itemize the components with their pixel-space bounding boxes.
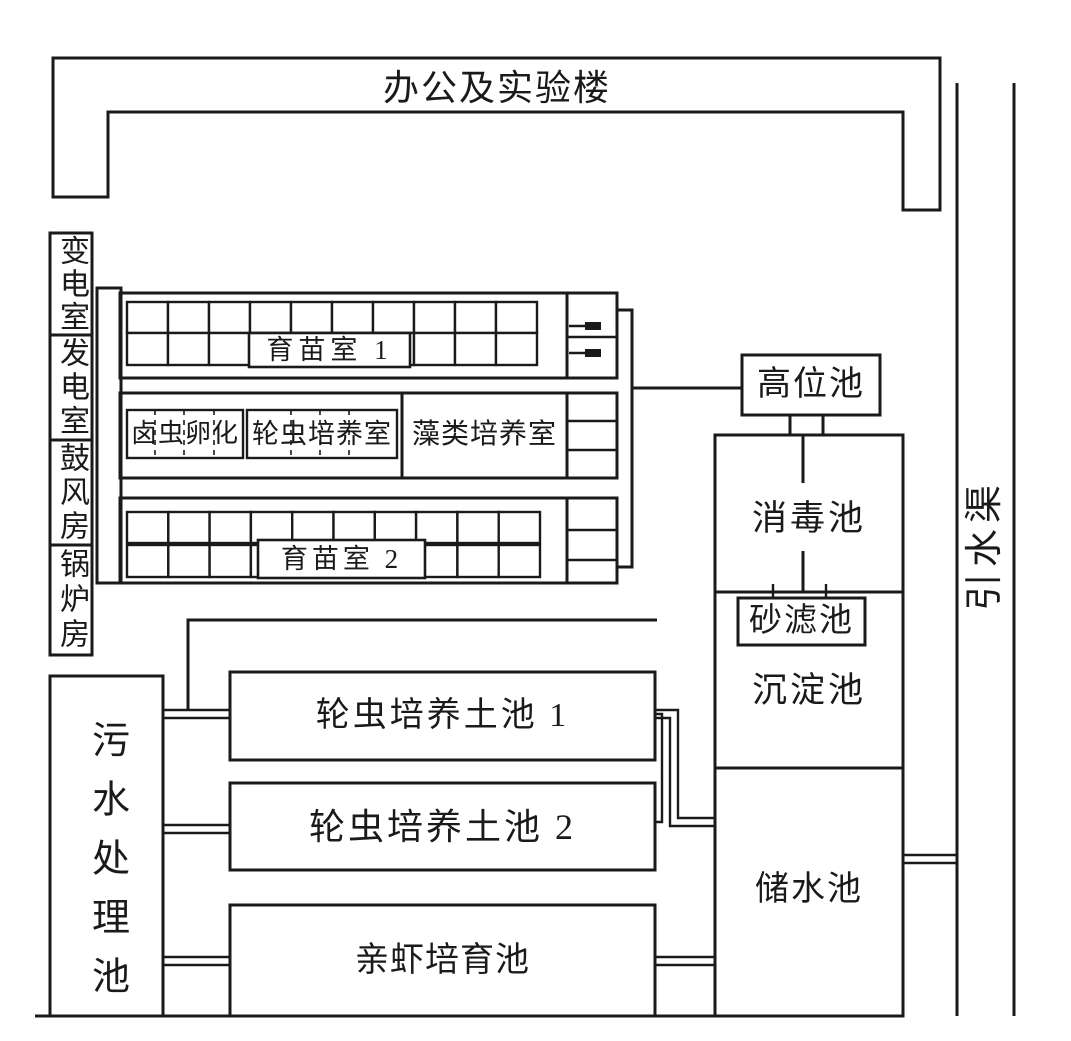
nursery-tank-cell (371, 300, 416, 335)
nursery-tank-cell (167, 510, 211, 545)
nursery-tank-cell (207, 331, 252, 367)
boiler-room (48, 543, 94, 657)
hatchery-drain-pipe (186, 618, 657, 710)
nursery-tank-cell (248, 300, 293, 335)
nursery-tank-cell (494, 331, 539, 367)
nursery-tank-cell (208, 510, 253, 545)
sand-filter-label: 砂滤池 (749, 603, 854, 639)
nursery-tank-cell (412, 331, 457, 367)
rotifer-earthen-pond-1-label: 轮虫培养土池 1 (315, 697, 570, 734)
disinfection-pond-label: 消毒池 (751, 498, 866, 538)
nursery-tank-cell (125, 543, 170, 579)
nursery-tank-cell (456, 510, 500, 545)
rotifer-earthen-pond-2-label: 轮虫培养土池 2 (308, 806, 576, 847)
nursery-tank-cell (166, 331, 211, 367)
nursery-tank-cell (453, 331, 498, 367)
nursery-room-2-label: 育苗室 2 (280, 544, 403, 574)
blower-room-label: 鼓风房 (50, 440, 92, 545)
nursery-tank-cell (289, 300, 334, 335)
sand-filter (736, 596, 867, 647)
culture-room-block (118, 391, 619, 480)
nursery-tank-cell (494, 300, 539, 335)
nursery-tank-cell (373, 510, 418, 545)
pond-2-supply-pipe (655, 712, 664, 824)
valve-marker-upper (585, 322, 601, 330)
nursery-room-1-label-box (247, 331, 412, 369)
water-treatment-column (713, 433, 905, 1018)
nursery-tank-cell (166, 300, 211, 335)
boiler-room-text: 锅炉房 (55, 547, 88, 653)
header-tank (740, 353, 882, 417)
nursery-tank-cell (453, 300, 498, 335)
generator-room-text: 发电室 (55, 336, 88, 439)
nursery-room-2-label-box (256, 538, 427, 580)
storage-pond-label: 储水池 (755, 871, 863, 908)
nursery-room-1-label: 育苗室 1 (266, 335, 393, 365)
nursery-room-1-block (118, 291, 619, 380)
nursery-tank-cell (414, 510, 459, 545)
rotifer-culture-room-label: 轮虫培养室 (252, 418, 392, 449)
nursery-tank-cell (208, 543, 253, 579)
algae-culture-room-label: 藻类培养室 (411, 419, 557, 450)
nursery-tank-cell (332, 510, 376, 545)
nursery-tank-cell (497, 510, 542, 545)
blower-room-text: 鼓风房 (55, 441, 88, 544)
service-corridor (95, 286, 123, 585)
nursery-tank-cell (207, 300, 252, 335)
nursery-tank-cell (125, 300, 170, 335)
valve-marker-lower (585, 349, 601, 357)
nursery-room-2-block (118, 496, 619, 585)
nursery-tank-cell (125, 331, 170, 367)
generator-room-label: 发电室 (50, 335, 92, 440)
artemia-hatching-label: 卤虫卵化 (130, 419, 239, 448)
substation-room-text: 变电室 (55, 234, 88, 334)
nursery-tank-cell (497, 543, 542, 579)
rotifer-culture-room (245, 408, 399, 460)
sewage-treatment-pond-label: 污水处理池 (50, 720, 163, 1016)
office-building-label: 办公及实验楼 (382, 68, 611, 108)
nursery-tank-cell (456, 543, 500, 579)
substation-room-label: 变电室 (50, 233, 92, 335)
nursery-tank-cell (167, 543, 211, 579)
nursery-tank-cell (125, 510, 170, 545)
nursery-tank-cell (330, 300, 375, 335)
header-tank-label: 高位池 (757, 366, 865, 403)
office-building-outline (51, 56, 942, 212)
rotifer-earthen-pond-1 (228, 670, 657, 762)
nursery-tank-cell (249, 510, 294, 545)
pond-1-supply-pipe (655, 716, 715, 828)
artemia-hatching-room (125, 408, 245, 460)
nursery-tank-cell (291, 510, 335, 545)
hatchery-supply-pipe (617, 308, 634, 569)
broodstock-shrimp-pond-label: 亲虾培育池 (355, 941, 530, 979)
pond-1-supply-pipe (655, 708, 715, 820)
sewage-treatment-pond-text: 污水处理池 (85, 720, 128, 1015)
boiler-room-label: 锅炉房 (50, 545, 92, 655)
sedimentation-pond-label: 沉淀池 (751, 670, 866, 710)
nursery-tank-cell (412, 300, 457, 335)
rotifer-earthen-pond-2 (228, 781, 657, 872)
intake-channel-label: 引水渠 (964, 479, 1006, 612)
